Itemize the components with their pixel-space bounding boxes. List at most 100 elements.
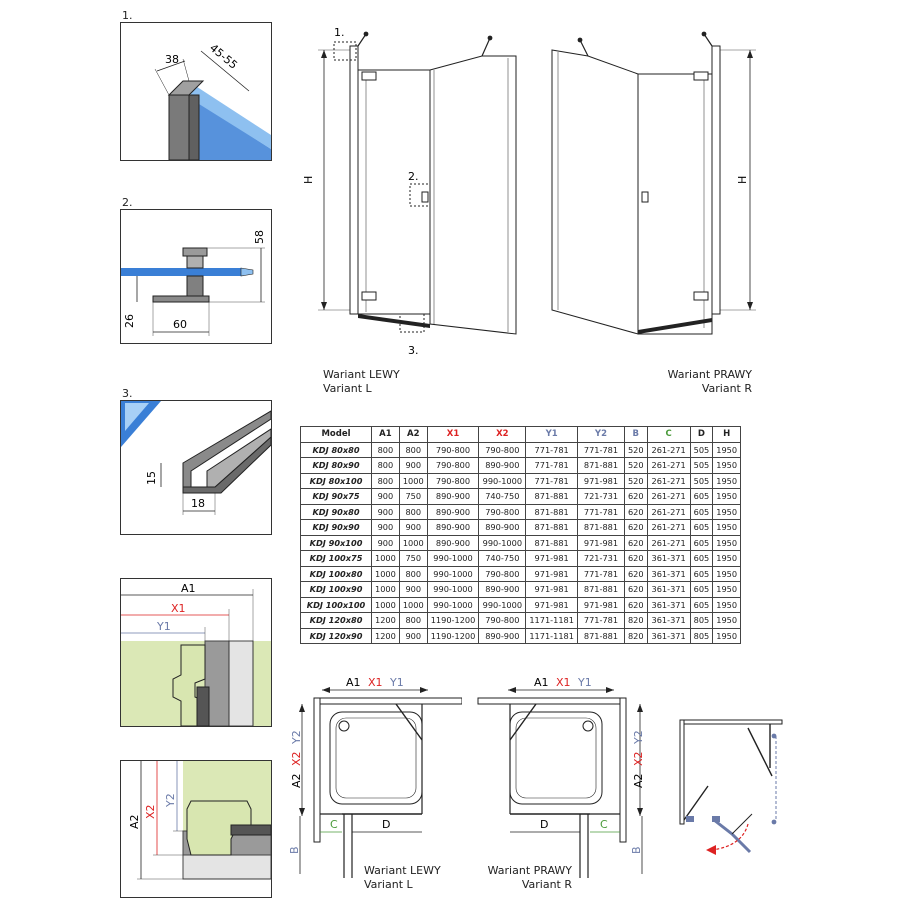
plan-left-x1-label: X1	[368, 676, 383, 689]
spec-cell-a2: 900	[398, 627, 428, 644]
spec-cell-h: 1950	[712, 488, 742, 505]
detail-1-dim-38: 38	[165, 53, 179, 66]
spec-cell-c: 261-271	[646, 488, 691, 505]
spec-cell-h: 1950	[712, 472, 742, 489]
spec-cell-b: 820	[623, 627, 648, 644]
spec-header-y1: Y1	[525, 426, 578, 443]
spec-cell-a2: 800	[398, 612, 428, 629]
spec-cell-c: 261-271	[646, 457, 691, 474]
spec-cell-a2: 1000	[398, 472, 428, 489]
spec-cell-c: 361-371	[646, 627, 691, 644]
spec-cell-x2: 990-1000	[478, 472, 527, 489]
spec-cell-model: KDJ 120x90	[300, 627, 372, 644]
spec-cell-model: KDJ 90x100	[300, 534, 372, 551]
spec-cell-y2: 771-781	[576, 503, 625, 520]
plan-left-a1-label: A1	[346, 676, 361, 689]
spec-cell-y2: 721-731	[576, 550, 625, 567]
plan-right-a1-label: A1	[534, 676, 549, 689]
spec-cell-a1: 800	[371, 441, 400, 458]
spec-cell-model: KDJ 90x75	[300, 488, 372, 505]
plan-right-c-label: C	[600, 818, 608, 831]
spec-cell-x1: 790-800	[426, 457, 480, 474]
overlap-a1-label: A1	[181, 582, 196, 595]
detail-1-box: 38 45-55	[120, 22, 272, 161]
spec-cell-h: 1950	[712, 503, 742, 520]
spec-cell-y2: 771-781	[576, 441, 625, 458]
spec-cell-a1: 1200	[371, 627, 400, 644]
plan-right-x2-label: X2	[632, 751, 645, 766]
spec-cell-x1: 790-800	[426, 472, 480, 489]
spec-cell-b: 620	[623, 581, 648, 598]
spec-cell-h: 1950	[712, 534, 742, 551]
plan-right-caption-line1: Wariant PRAWY	[487, 864, 572, 877]
spec-cell-d: 505	[689, 472, 714, 489]
spec-cell-h: 1950	[712, 550, 742, 567]
spec-cell-d: 605	[689, 581, 714, 598]
elevation-drawing: H 1. 2. 3.	[302, 28, 756, 357]
spec-cell-b: 620	[623, 534, 648, 551]
detail-1-drawing: 38 45-55	[154, 41, 271, 160]
spec-header-b: B	[623, 426, 648, 443]
spec-cell-b: 620	[623, 550, 648, 567]
spec-header-a2: A2	[398, 426, 428, 443]
spec-cell-a1: 800	[371, 472, 400, 489]
spec-cell-model: KDJ 100x100	[300, 596, 372, 613]
spec-cell-b: 620	[623, 503, 648, 520]
spec-cell-x1: 1190-1200	[426, 612, 480, 629]
spec-header-d: D	[689, 426, 714, 443]
plan-right-y1-label: Y1	[577, 676, 592, 689]
spec-cell-y2: 971-981	[576, 596, 625, 613]
spec-cell-d: 805	[689, 627, 714, 644]
spec-cell-c: 361-371	[646, 596, 691, 613]
spec-cell-x1: 890-900	[426, 519, 480, 536]
elevation-left-variant: H 1. 2. 3.	[302, 28, 517, 357]
spec-cell-c: 361-371	[646, 550, 691, 567]
spec-cell-b: 520	[623, 457, 648, 474]
spec-cell-h: 1950	[712, 627, 742, 644]
spec-cell-model: KDJ 80x80	[300, 441, 372, 458]
spec-cell-x2: 790-800	[478, 441, 527, 458]
spec-cell-a1: 1000	[371, 565, 400, 582]
spec-cell-y2: 721-731	[576, 488, 625, 505]
spec-cell-x1: 890-900	[426, 488, 480, 505]
spec-cell-h: 1950	[712, 596, 742, 613]
detail-1-dim-45-55: 45-55	[207, 41, 240, 72]
spec-cell-y1: 871-881	[525, 503, 578, 520]
spec-cell-y1: 971-981	[525, 596, 578, 613]
spec-cell-y2: 871-881	[576, 627, 625, 644]
overlap-x2-label: X2	[144, 804, 157, 819]
spec-header-y2: Y2	[576, 426, 625, 443]
elevation-left-caption-line2: Variant L	[323, 382, 372, 395]
spec-cell-d: 605	[689, 550, 714, 567]
spec-cell-c: 261-271	[646, 519, 691, 536]
plan-left-b-label: B	[288, 846, 301, 854]
detail-2-number: 2.	[122, 196, 133, 209]
elevation-left-caption: Wariant LEWY Variant L	[323, 368, 400, 396]
spec-cell-h: 1950	[712, 441, 742, 458]
elevation-left-caption-line1: Wariant LEWY	[323, 368, 400, 381]
spec-cell-x1: 990-1000	[426, 565, 480, 582]
spec-cell-a1: 1000	[371, 581, 400, 598]
spec-cell-a1: 900	[371, 488, 400, 505]
plan-left-c-label: C	[330, 818, 338, 831]
elevation-right-caption-line1: Wariant PRAWY	[667, 368, 752, 381]
spec-header-model: Model	[300, 426, 372, 443]
spec-cell-c: 361-371	[646, 565, 691, 582]
spec-cell-h: 1950	[712, 457, 742, 474]
plan-left-caption-line2: Variant L	[364, 878, 413, 891]
detail-3-number: 3.	[122, 387, 133, 400]
spec-cell-a1: 1000	[371, 550, 400, 567]
plan-left-a2-label: A2	[290, 773, 303, 788]
detail-2-dim-60: 60	[173, 318, 187, 331]
plan-left-d-label: D	[382, 818, 390, 831]
spec-cell-a2: 800	[398, 503, 428, 520]
spec-cell-y1: 871-881	[525, 534, 578, 551]
detail-2-dim-26: 26	[123, 314, 136, 328]
detail-3-dim-18: 18	[191, 497, 205, 510]
spec-cell-y1: 771-781	[525, 441, 578, 458]
plan-left-x2-label: X2	[290, 751, 303, 766]
